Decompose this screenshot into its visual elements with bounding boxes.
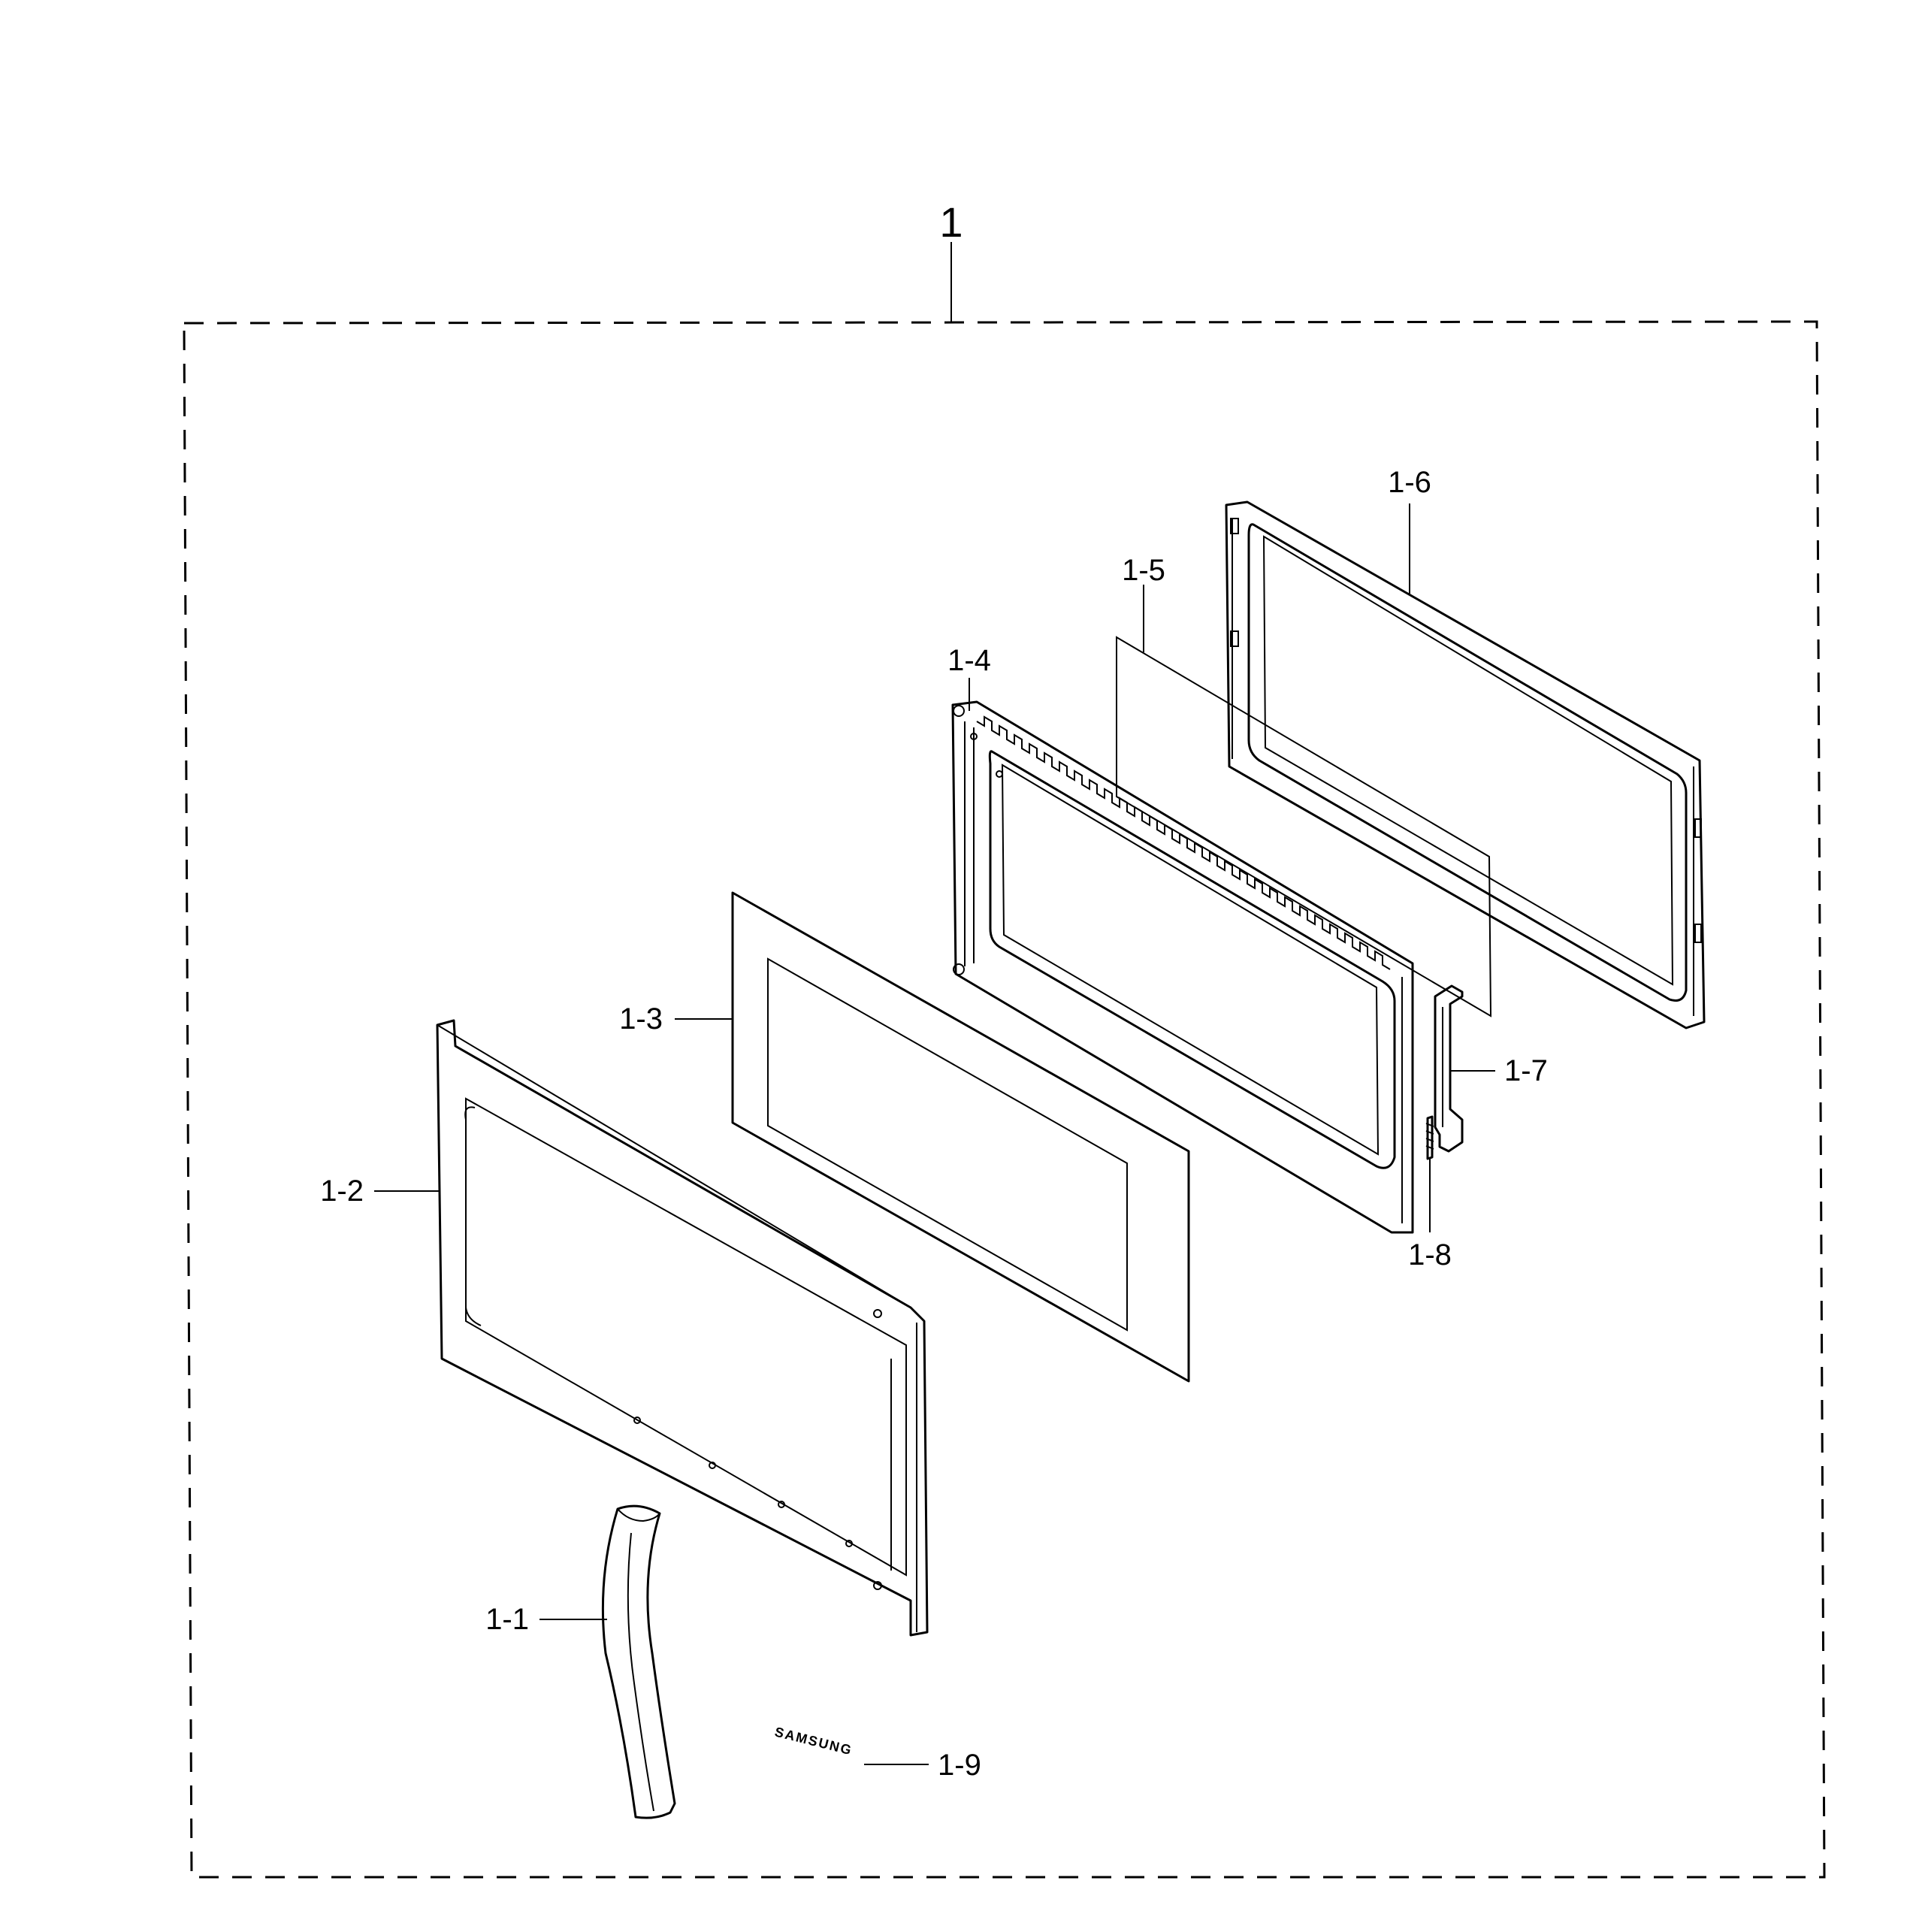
- svg-text:SAMSUNG: SAMSUNG: [773, 1724, 854, 1758]
- part-1-5-glass-sheet: [1116, 636, 1492, 1017]
- part-1-4-inner-frame: [951, 700, 1414, 1234]
- label-1-8: 1-8: [1408, 1238, 1452, 1271]
- label-1-2: 1-2: [320, 1175, 364, 1208]
- part-1-8-spring: [1425, 1115, 1434, 1160]
- label-1-6: 1-6: [1388, 466, 1431, 499]
- assembly-boundary: [183, 320, 1826, 1879]
- part-1-1-handle: [601, 1504, 676, 1819]
- label-1-9: 1-9: [938, 1749, 981, 1782]
- part-1-2-outer-door: [436, 1019, 929, 1637]
- part-1-7-latch-hook: [1434, 984, 1464, 1153]
- label-1-1: 1-1: [485, 1603, 529, 1636]
- part-1-9-logo-badge: SAMSUNG: [773, 1724, 854, 1758]
- label-1-5: 1-5: [1122, 554, 1165, 587]
- label-1-7: 1-7: [1504, 1054, 1548, 1087]
- assembly-label: 1: [939, 198, 963, 246]
- part-1-3-front-glass: [731, 891, 1190, 1383]
- part-1-6-back-frame: [1225, 500, 1706, 1029]
- label-1-4: 1-4: [947, 644, 991, 677]
- label-1-3: 1-3: [619, 1002, 663, 1036]
